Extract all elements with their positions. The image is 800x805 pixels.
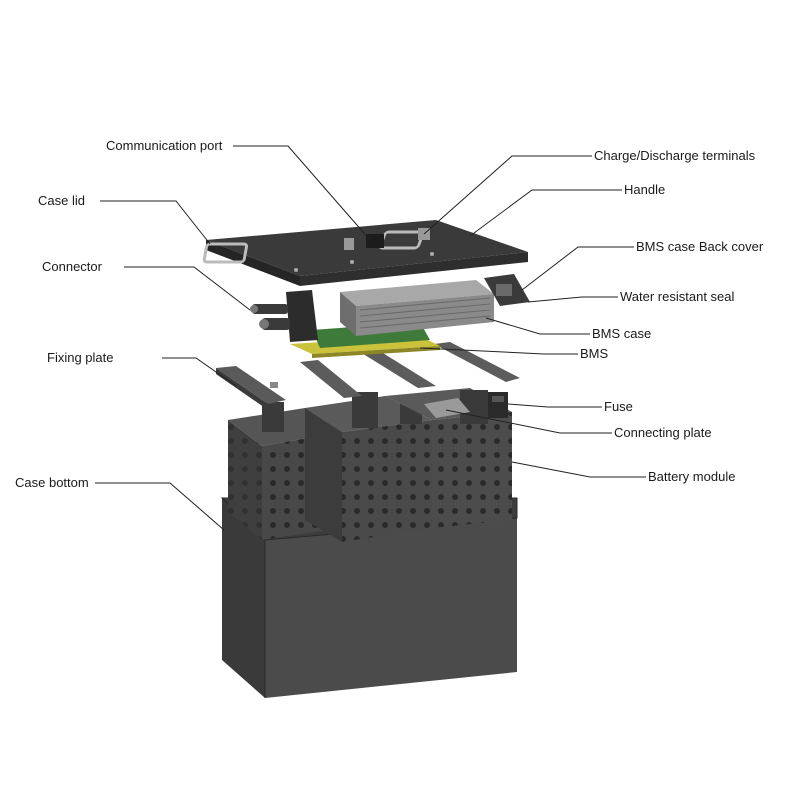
leader-connector	[124, 266, 251, 311]
leader-bms-case	[485, 317, 590, 335]
leader-lines	[95, 145, 646, 531]
label-bms: BMS	[580, 346, 609, 361]
label-battery-module: Battery module	[648, 469, 736, 484]
leader-communication-port	[233, 145, 371, 241]
bms-case	[340, 280, 494, 336]
leader-bms-back-cover	[521, 246, 634, 291]
label-connector: Connector	[42, 259, 102, 274]
connector	[250, 290, 318, 342]
leader-charge-discharge	[423, 155, 592, 235]
leader-fuse	[507, 403, 602, 408]
leader-bms	[419, 347, 578, 355]
fixing-plate	[216, 366, 286, 410]
label-handle: Handle	[624, 182, 666, 197]
fuse	[488, 392, 508, 418]
label-fixing-plate: Fixing plate	[47, 350, 114, 365]
label-fuse: Fuse	[604, 399, 633, 414]
label-connecting-plate: Connecting plate	[614, 425, 712, 440]
label-case-lid: Case lid	[38, 193, 85, 208]
leader-case-bottom	[95, 482, 225, 531]
leader-case-lid	[100, 200, 211, 245]
leader-battery-module	[511, 461, 646, 478]
label-bms-case: BMS case	[592, 326, 652, 341]
leader-connecting-plate	[445, 409, 612, 434]
battery-module-2	[305, 392, 432, 542]
bms-board	[290, 322, 440, 358]
leader-fixing-plate	[162, 357, 237, 387]
label-case-bottom: Case bottom	[15, 475, 89, 490]
label-charge-discharge-terminals: Charge/Discharge terminals	[594, 148, 756, 163]
case-lid	[202, 220, 528, 286]
label-bms-case-back-cover: BMS case Back cover	[636, 239, 764, 254]
label-communication-port: Communication port	[106, 138, 223, 153]
leader-handle	[469, 189, 622, 237]
bms-case-back-cover	[484, 274, 530, 306]
leader-water-seal	[527, 296, 618, 303]
label-water-resistant-seal: Water resistant seal	[620, 289, 735, 304]
